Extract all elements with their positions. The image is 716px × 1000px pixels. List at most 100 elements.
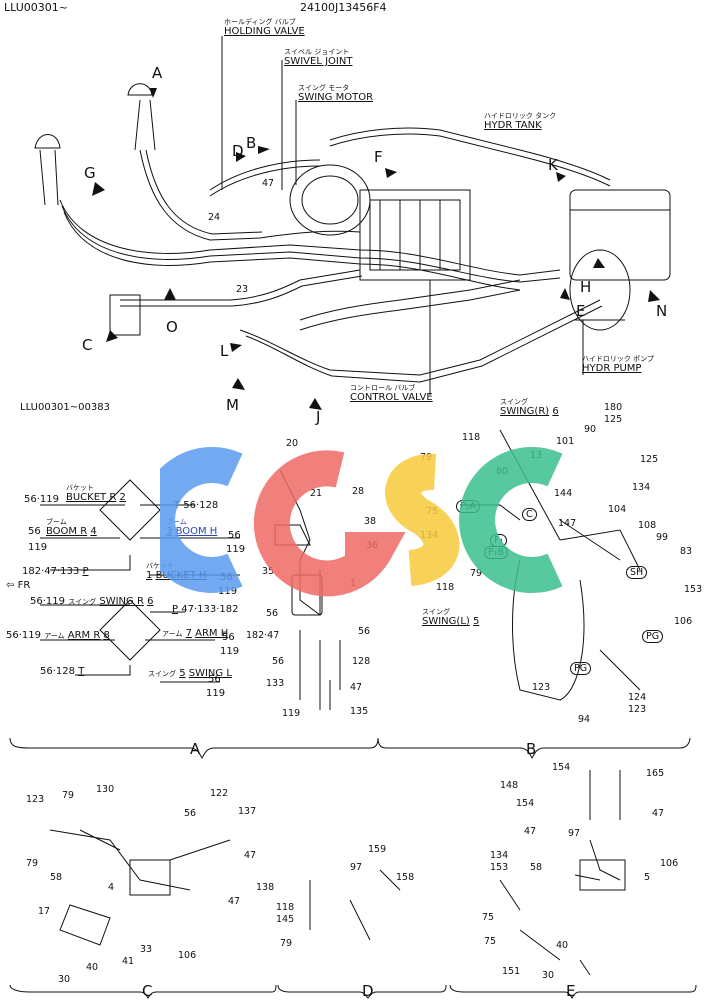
port-p1a: P₁A [456, 500, 481, 513]
port-bucket-h: バケット 1 BUCKET H [146, 562, 207, 581]
part-e-15: 151 [502, 966, 521, 977]
section-label-b: B [526, 740, 537, 758]
part-c-17: 106 [178, 950, 197, 961]
part-b-21: 106 [674, 616, 693, 627]
part-a-14: 119 [282, 708, 301, 719]
part-e-9: 58 [530, 862, 543, 873]
part-a-11: 56 [358, 626, 371, 637]
port-boom-r-codes-b: 119 [28, 542, 48, 553]
section-label-d: D [362, 982, 374, 1000]
part-a-7: 56 [266, 608, 279, 619]
part-c-6: 17 [38, 906, 51, 917]
port-arm-h: アーム 7 ARM H [162, 628, 229, 639]
part-a-8: 182·47 [246, 630, 280, 641]
part-b-16: 108 [638, 520, 657, 531]
port-p1b: P₁B [484, 546, 509, 559]
part-b-20: 153 [684, 584, 703, 595]
port-bucket-r-codes: 56·119 [24, 494, 59, 505]
view-letter-d: D [232, 142, 244, 160]
part-a-9: 56 [272, 656, 285, 667]
part-c-14: 47 [244, 850, 257, 861]
port-swing-l-codes-a: 56 [208, 674, 221, 685]
part-c-4: 58 [50, 872, 63, 883]
part-a-6: 1 [350, 578, 357, 589]
section-label-a: A [190, 740, 201, 758]
part-23-main: 23 [236, 284, 249, 295]
view-letter-g: G [84, 164, 96, 182]
port-bucket-r: バケット BUCKET R 2 [66, 484, 126, 503]
view-letter-c: C [82, 336, 93, 354]
view-letter-m: M [226, 396, 239, 414]
part-a-13: 47 [350, 682, 363, 693]
port-c: C [522, 508, 537, 521]
part-c-0: 123 [26, 794, 45, 805]
part-d-5: 79 [280, 938, 293, 949]
part-e-12: 75 [482, 912, 495, 923]
part-c-3: 79 [26, 858, 39, 869]
part-c-5: 4 [108, 882, 115, 893]
part-b-23: 94 [578, 714, 591, 725]
port-p1: 182·47·133 P [22, 566, 89, 577]
detail-b-swing-l: スイング SWING(L) 5 [422, 608, 480, 627]
part-d-3: 118 [276, 902, 295, 913]
part-b-7: 79 [470, 568, 483, 579]
part-24-main: 24 [208, 212, 221, 223]
part-c-13: 137 [238, 806, 257, 817]
part-c-12: 56 [184, 808, 197, 819]
part-a-2: 28 [352, 486, 365, 497]
port-arm-h-codes-a: 56 [222, 632, 235, 643]
doc-code: 24100J13456F4 [300, 1, 387, 14]
port-boom-h-codes-b: 119 [226, 544, 246, 555]
part-c-16: 47 [228, 896, 241, 907]
part-e-5: 47 [524, 826, 537, 837]
port-pg: PG [642, 630, 664, 643]
part-a-1: 21 [310, 488, 323, 499]
section-label-c: C [142, 982, 153, 1000]
part-b-9: 125 [604, 414, 623, 425]
part-e-0: 154 [552, 762, 571, 773]
part-b-22: 123 [532, 682, 551, 693]
part-b-14: 134 [632, 482, 651, 493]
part-e-8: 153 [490, 862, 509, 873]
part-e-7: 134 [490, 850, 509, 861]
part-c-8: 40 [86, 962, 99, 973]
view-letter-b: B [246, 134, 257, 152]
view-letter-n: N [656, 302, 668, 320]
part-b-6: 118 [436, 582, 455, 593]
part-b-18: 99 [656, 532, 669, 543]
port-swing-r: 56·119 スイング SWING R 6 [30, 596, 154, 607]
part-b-0: 118 [462, 432, 481, 443]
part-c-2: 130 [96, 784, 115, 795]
part-e-10: 106 [660, 858, 679, 869]
port-t2: 56·128 T [40, 666, 85, 677]
part-a-10: 133 [266, 678, 285, 689]
port-bucket-h-codes-b: 119 [218, 586, 238, 597]
part-b-3: 80 [496, 466, 509, 477]
part-c-10: 33 [140, 944, 153, 955]
part-b-24: 124 [628, 692, 647, 703]
part-a-12: 128 [352, 656, 371, 667]
part-c-7: 30 [58, 974, 71, 985]
part-a-5: 35 [262, 566, 275, 577]
part-b-4: 75 [426, 506, 439, 517]
part-c-15: 138 [256, 882, 275, 893]
part-e-3: 154 [516, 798, 535, 809]
part-a-0: 20 [286, 438, 299, 449]
view-letter-a: A [152, 64, 163, 82]
view-letter-o: O [166, 318, 178, 336]
part-b-1: 79 [420, 452, 433, 463]
part-b-10: 90 [584, 424, 597, 435]
swing-motor-label: スイング モータ SWING MOTOR [298, 84, 374, 103]
part-b-11: 101 [556, 436, 575, 447]
hydr-tank-label: ハイドロリック タンク HYDR TANK [484, 112, 557, 131]
part-b-2: 13 [530, 450, 543, 461]
port-boom-h: ブーム 3 BOOM H [166, 518, 218, 537]
part-b-25: 123 [628, 704, 647, 715]
serial-range: LLU00301~ [4, 1, 68, 14]
part-b-12: 125 [640, 454, 659, 465]
part-e-1: 165 [646, 768, 665, 779]
hydr-pump-label: ハイドロリック ポンプ HYDR PUMP [582, 355, 654, 374]
part-b-17: 147 [558, 518, 577, 529]
port-boom-r: ブーム BOOM R 4 [46, 518, 97, 537]
